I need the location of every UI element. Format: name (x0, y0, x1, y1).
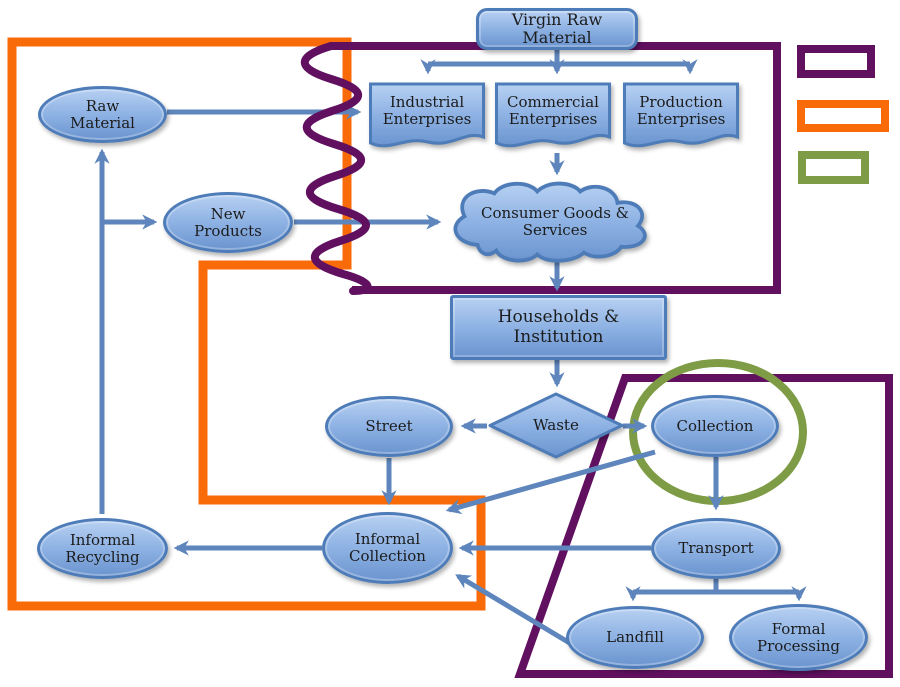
node-production-enterprises: Production Enterprises (622, 81, 740, 153)
formal-sector-parallelogram (514, 374, 893, 678)
node-informal-recycling: Informal Recycling (37, 518, 168, 579)
node-collection: Collection (651, 395, 779, 457)
node-street: Street (325, 396, 453, 457)
legend-purple-region-swatch (797, 45, 875, 78)
node-households-institution-label: Households & Institution (497, 307, 620, 347)
node-informal-collection: Informal Collection (322, 512, 453, 584)
node-transport: Transport (651, 518, 781, 579)
node-informal-collection-label: Informal Collection (349, 530, 426, 565)
node-virgin-raw-material-label: Virgin Raw Material (511, 10, 603, 47)
node-households-institution: Households & Institution (450, 295, 667, 360)
node-informal-recycling-label: Informal Recycling (65, 530, 140, 566)
node-raw-material-label: Raw Material (70, 96, 135, 132)
diamond-shape (488, 392, 624, 459)
node-landfill: Landfill (566, 606, 704, 669)
node-formal-processing: Formal Processing (729, 604, 868, 671)
node-commercial-enterprises: Commercial Enterprises (494, 81, 612, 153)
node-virgin-raw-material: Virgin Raw Material (476, 8, 638, 50)
node-raw-material: Raw Material (38, 86, 167, 143)
node-waste-label: Waste (533, 416, 579, 435)
node-street-label: Street (365, 417, 413, 436)
node-consumer-goods-services: Consumer Goods & Services (444, 180, 666, 264)
legend-green-highlight-swatch (798, 151, 869, 184)
arrow-vrm-to-enterprises (420, 50, 698, 75)
node-production-enterprises-label: Production Enterprises (636, 93, 726, 128)
document-shape (369, 82, 485, 148)
node-new-products-label: New Products (194, 204, 262, 240)
node-landfill-label: Landfill (606, 628, 664, 647)
node-commercial-enterprises-label: Commercial Enterprises (507, 93, 599, 128)
legend-orange-region-swatch (797, 100, 889, 132)
document-shape (623, 82, 739, 148)
arrow-transport-to-landfill-and-formal (625, 579, 807, 602)
purple-squiggle-boundary (300, 42, 372, 295)
node-collection-label: Collection (676, 416, 754, 435)
node-consumer-goods-services-label: Consumer Goods & Services (480, 204, 630, 239)
cloud-shape (453, 181, 647, 263)
arrow-collection-to-informalcollection (445, 449, 656, 515)
node-formal-processing-label: Formal Processing (756, 619, 841, 655)
node-industrial-enterprises: Industrial Enterprises (368, 81, 486, 153)
node-transport-label: Transport (678, 539, 754, 558)
node-industrial-enterprises-label: Industrial Enterprises (382, 93, 472, 128)
node-waste: Waste (487, 392, 625, 459)
node-new-products: New Products (163, 192, 293, 253)
arrow-landfill-to-informalcollection (455, 573, 580, 651)
document-shape (495, 82, 611, 148)
